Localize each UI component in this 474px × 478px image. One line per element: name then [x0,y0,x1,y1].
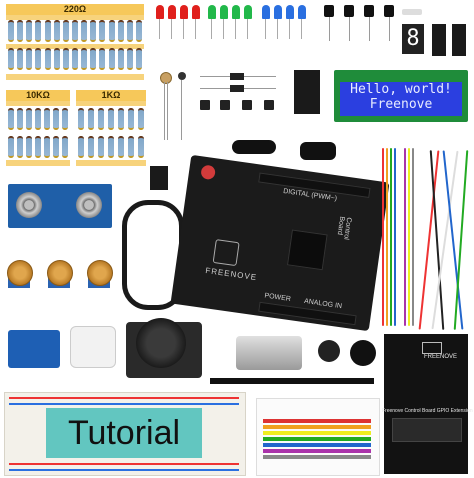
tape-top [6,15,144,20]
gpio-extension-board: FREENOVE Freenove Control Board GPIO Ext… [382,334,473,474]
servo-motor [8,330,60,368]
photoresistor [160,72,172,84]
tape-top-3 [6,74,144,80]
board-brand: FREENOVE [204,265,258,283]
blue-led [298,5,306,19]
resistor-row [8,108,68,130]
resistor-label-10k: 10KΩ [6,90,70,101]
heat-shrink-tube [210,378,374,384]
gpio-logo [422,342,442,354]
tutorial-title: Tutorial [67,414,181,452]
buzzer [350,340,376,366]
blue-led [274,5,282,19]
thermistor [178,72,186,80]
diode [230,85,244,92]
green-led [232,5,240,19]
reset-button [200,164,217,181]
gpio-header [392,418,462,442]
resistor-row [78,108,144,130]
tape-top-2 [6,44,144,49]
resistor-row [78,136,144,158]
lcd-screen: Hello, world! Freenove [340,82,462,116]
joystick-knob [136,318,186,368]
tutorial-label: Tutorial [46,408,202,458]
blue-led [262,5,270,19]
green-led [220,5,228,19]
gpio-brand: FREENOVE [424,354,458,360]
gpio-title: Freenove Control Board GPIO Extension [382,408,473,414]
servo-horn [70,326,116,368]
power-label: POWER [264,292,292,304]
control-board: DIGITAL (PWM~) FREENOVE POWER ANALOG IN … [170,154,390,332]
resistor-row [8,20,142,42]
lcd-line-1: Hello, world! [350,82,452,97]
diode [230,73,244,80]
segment-digit: 8 [406,26,420,51]
led-bar-graph [294,70,320,114]
ir-led [402,9,422,15]
power-jack [232,140,276,154]
seven-segment-display: 8 [402,24,424,54]
battery-clip [300,142,336,160]
microcontroller-chip [286,229,328,271]
green-led [208,5,216,19]
resistor-label-1k: 1KΩ [76,90,146,101]
blue-led [286,5,294,19]
four-digit-display [452,24,466,56]
resistor-row [8,136,68,158]
color-code-card [256,398,380,476]
red-led [180,5,188,19]
buzzer [318,340,340,362]
red-led [156,5,164,19]
usb-connector [150,166,168,190]
board-side-label: Control Board [335,215,353,241]
red-led [168,5,176,19]
resistor-row [8,48,142,70]
four-digit-display [432,24,446,56]
dc-motor [236,336,302,370]
green-led [244,5,252,19]
ultrasonic-transducer [16,192,42,218]
red-led [192,5,200,19]
ultrasonic-transducer [76,192,102,218]
resistor-label-220: 220Ω [6,4,144,15]
lcd-line-2: Freenove [369,97,433,112]
brand-logo [212,239,240,267]
